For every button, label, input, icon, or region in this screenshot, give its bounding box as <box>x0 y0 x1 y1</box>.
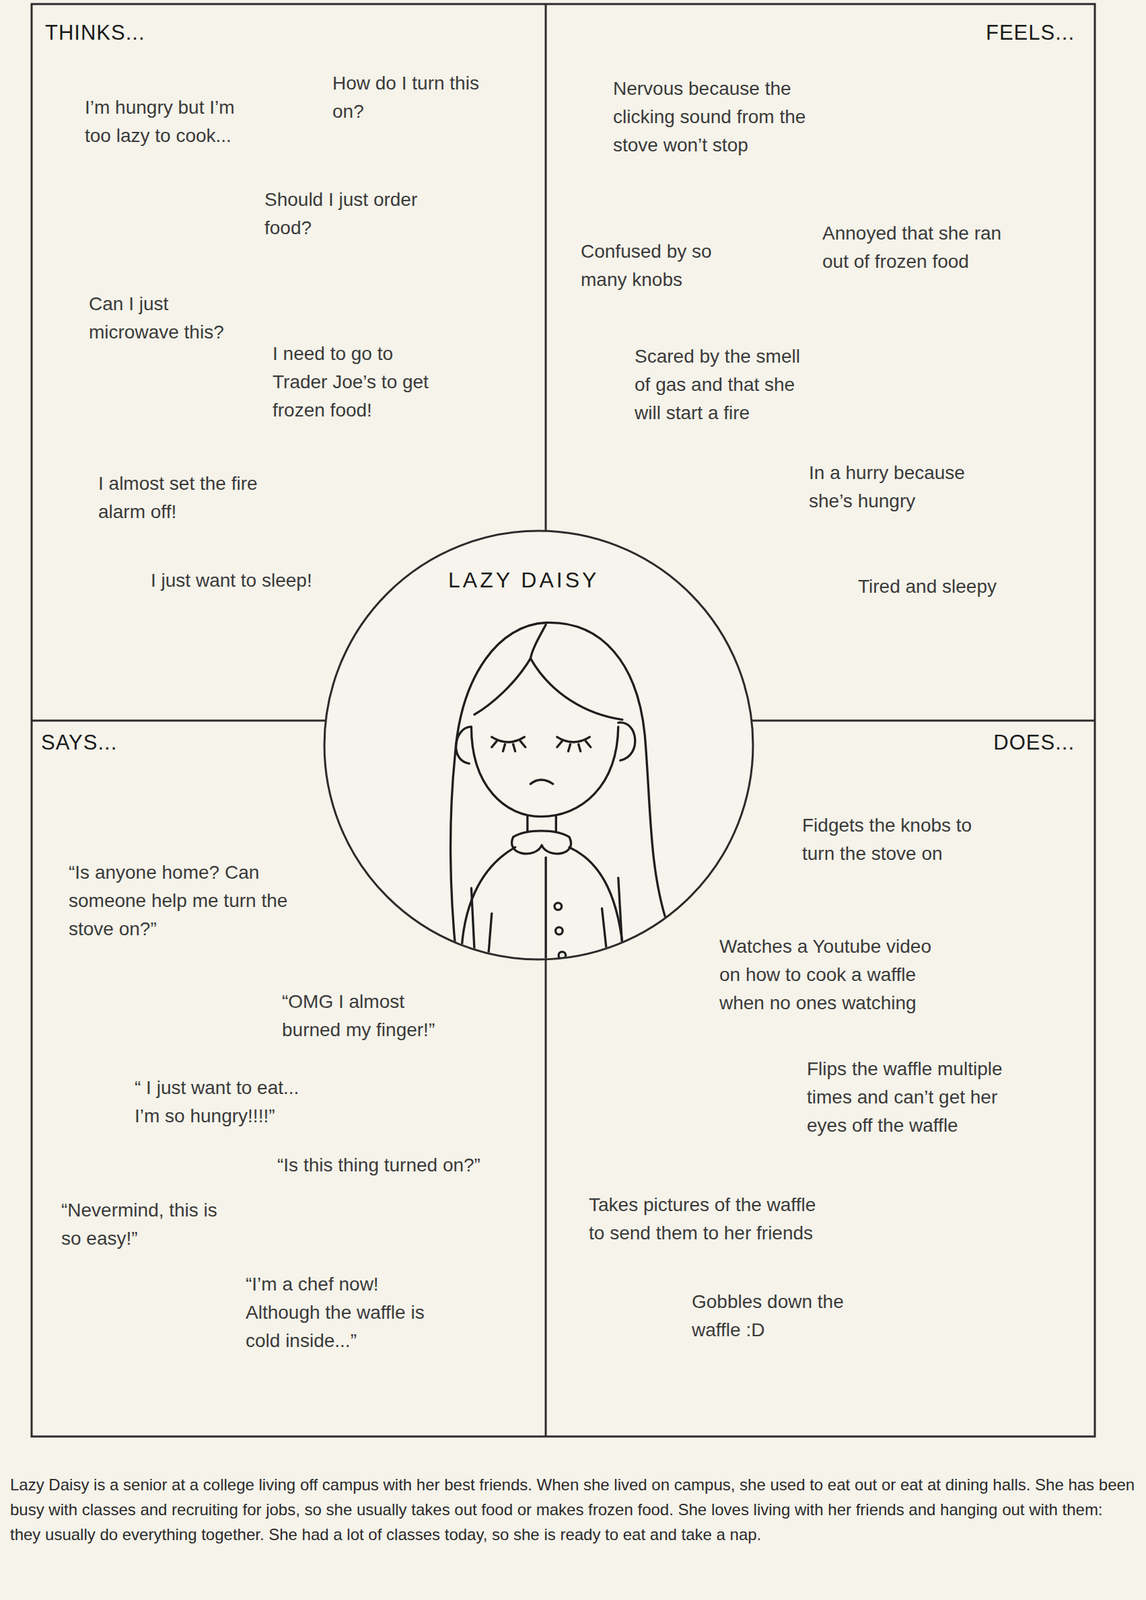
text-line: frozen food! <box>272 396 429 425</box>
quadrant-heading: THINKS... <box>45 20 146 46</box>
text-line: so easy!” <box>61 1224 218 1253</box>
text-line: Confused by so <box>580 237 712 266</box>
quadrant-heading: DOES... <box>993 730 1075 756</box>
text-line: Should I just order <box>264 185 418 214</box>
note-text: “I’m a chef now! Although the waffle is … <box>245 1270 425 1356</box>
note-text: I need to go to Trader Joe’s to get froz… <box>272 339 429 425</box>
text-line: many knobs <box>580 265 712 295</box>
text-line: on? <box>332 97 480 126</box>
note-text: “ I just want to eat... I’m so hungry!!!… <box>134 1073 299 1131</box>
quadrant-box: SAYS... “Is anyone home? Can someone help… <box>31 720 546 1438</box>
text-line: alarm off! <box>98 497 258 527</box>
text-line: Fidgets the knobs to <box>802 811 972 840</box>
persona-circle <box>324 530 754 960</box>
note-text: I just want to sleep! <box>150 566 313 595</box>
text-line: I just want to sleep! <box>150 566 313 595</box>
caption-text: Lazy Daisy is a senior at a college livi… <box>10 1472 1136 1548</box>
text-line: “Is anyone home? Can <box>68 858 288 887</box>
text-line: to send them to her friends <box>588 1219 816 1248</box>
note-text: I almost set the fire alarm off! <box>98 469 258 527</box>
persona-circle: LAZY DAISY <box>322 528 756 962</box>
text-line: on how to cook a waffle <box>719 960 932 990</box>
persona-illustration <box>322 528 756 962</box>
text-line: “ I just want to eat... <box>134 1073 299 1103</box>
note-text: “Is this thing turned on?” <box>277 1151 481 1180</box>
text-line: Takes pictures of the waffle <box>588 1191 816 1220</box>
text-line: Gobbles down the <box>691 1287 844 1317</box>
outer-border <box>31 4 1095 1437</box>
note-text: Scared by the smell of gas and that she … <box>634 342 801 428</box>
persona-name: LAZY DAISY <box>448 566 599 594</box>
text-line: cold inside...” <box>245 1327 425 1356</box>
note-text: Should I just order food? <box>264 185 418 243</box>
note-text: Confused by so many knobs <box>580 237 712 295</box>
text-line: burned my finger!” <box>281 1016 435 1045</box>
quadrant-heading: SAYS... <box>41 730 118 756</box>
note-text: Annoyed that she ran out of frozen food <box>822 219 1002 276</box>
note-text: Can I just microwave this? <box>88 290 225 347</box>
text-line: Tired and sleepy <box>857 572 997 601</box>
text-line: she’s hungry <box>808 487 965 516</box>
text-line: Watches a Youtube video <box>719 932 932 961</box>
note-text: Takes pictures of the waffle to send the… <box>588 1191 816 1248</box>
note-text: Fidgets the knobs to turn the stove on <box>802 811 972 869</box>
text-line: Can I just <box>88 290 225 319</box>
text-line: stove on?” <box>68 915 288 944</box>
note-text: Flips the waffle multiple times and can’… <box>806 1055 1003 1140</box>
text-line: turn the stove on <box>802 839 972 869</box>
text-line: out of frozen food <box>822 247 1002 276</box>
text-line: Annoyed that she ran <box>822 219 1002 248</box>
note-text: Watches a Youtube video on how to cook a… <box>719 932 932 1018</box>
text-line: In a hurry because <box>808 458 965 488</box>
note-text: Tired and sleepy <box>857 572 997 601</box>
text-line: someone help me turn the <box>68 886 288 916</box>
text-line: stove won’t stop <box>613 131 806 160</box>
text-line: “Nevermind, this is <box>61 1196 218 1225</box>
text-line: times and can’t get her <box>806 1083 1003 1112</box>
quadrant-box: DOES... Fidgets the knobs to turn the sto… <box>545 720 1095 1438</box>
quadrant-heading: FEELS... <box>985 20 1075 46</box>
text-line: “OMG I almost <box>281 987 435 1017</box>
text-line: I need to go to <box>272 339 429 369</box>
text-line: too lazy to cook... <box>84 121 235 151</box>
note-text: Nervous because the clicking sound from … <box>613 74 806 160</box>
note-text: How do I turn this on? <box>332 69 480 126</box>
note-text: “Is anyone home? Can someone help me tur… <box>68 858 288 944</box>
note-text: “Nevermind, this is so easy!” <box>61 1196 218 1253</box>
text-line: I’m so hungry!!!!” <box>134 1102 299 1131</box>
text-line: Although the waffle is <box>245 1298 425 1328</box>
text-line: eyes off the waffle <box>806 1111 1003 1140</box>
text-line: Trader Joe’s to get <box>272 368 429 397</box>
text-line: of gas and that she <box>634 370 801 400</box>
text-line: clicking sound from the <box>613 102 806 132</box>
text-line: “Is this thing turned on?” <box>277 1151 481 1180</box>
text-line: I almost set the fire <box>98 469 258 498</box>
note-text: I’m hungry but I’m too lazy to cook... <box>84 93 235 151</box>
girl-drawing <box>450 622 668 962</box>
text-line: Scared by the smell <box>634 342 801 371</box>
note-text: In a hurry because she’s hungry <box>808 458 965 516</box>
text-line: “I’m a chef now! <box>245 1270 425 1299</box>
text-line: Flips the waffle multiple <box>806 1055 1003 1084</box>
text-line: How do I turn this <box>332 69 480 98</box>
text-line: I’m hungry but I’m <box>84 93 235 122</box>
note-text: Gobbles down the waffle :D <box>691 1287 844 1345</box>
text-line: waffle :D <box>691 1316 844 1345</box>
text-line: when no ones watching <box>719 989 932 1018</box>
text-line: food? <box>264 213 418 243</box>
note-text: “OMG I almost burned my finger!” <box>281 987 435 1045</box>
text-line: will start a fire <box>634 399 801 428</box>
text-line: Nervous because the <box>613 74 806 103</box>
text-line: microwave this? <box>88 318 225 347</box>
